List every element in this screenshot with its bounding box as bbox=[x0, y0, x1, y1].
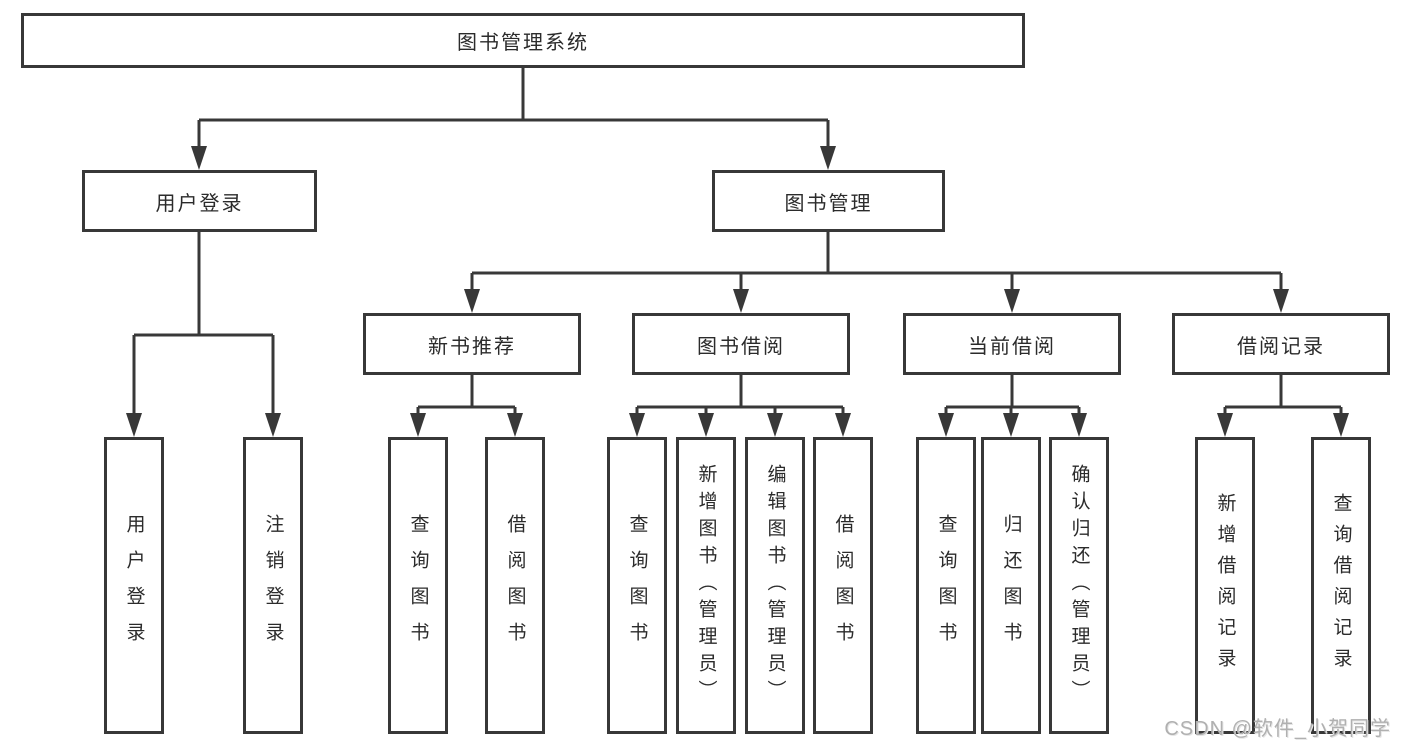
node-book-borrowing: 图书借阅 bbox=[632, 313, 850, 375]
leaf-query-books-current: 查询图书 bbox=[916, 437, 976, 734]
leaf-query-books-recommend: 查询图书 bbox=[388, 437, 448, 734]
leaf-query-borrow-record: 查询借阅记录 bbox=[1311, 437, 1371, 734]
arrowhead-icons bbox=[126, 146, 1349, 437]
leaf-return-books: 归还图书 bbox=[981, 437, 1041, 734]
leaf-add-borrow-record: 新增借阅记录 bbox=[1195, 437, 1255, 734]
leaf-user-login: 用户登录 bbox=[104, 437, 164, 734]
node-new-book-recommendation: 新书推荐 bbox=[363, 313, 581, 375]
leaf-borrow-books: 借阅图书 bbox=[813, 437, 873, 734]
node-library-management-system: 图书管理系统 bbox=[21, 13, 1025, 68]
node-current-borrowing: 当前借阅 bbox=[903, 313, 1121, 375]
node-book-management: 图书管理 bbox=[712, 170, 945, 232]
leaf-borrow-books-recommend: 借阅图书 bbox=[485, 437, 545, 734]
node-user-login: 用户登录 bbox=[82, 170, 317, 232]
csdn-watermark: CSDN @软件_小贺同学 bbox=[1164, 718, 1391, 740]
leaf-query-books-borrow: 查询图书 bbox=[607, 437, 667, 734]
leaf-logout: 注销登录 bbox=[243, 437, 303, 734]
node-borrowing-records: 借阅记录 bbox=[1172, 313, 1390, 375]
leaf-edit-books-admin: 编辑图书（管理员） bbox=[745, 437, 805, 734]
leaf-add-books-admin: 新增图书（管理员） bbox=[676, 437, 736, 734]
leaf-confirm-return-admin: 确认归还（管理员） bbox=[1049, 437, 1109, 734]
